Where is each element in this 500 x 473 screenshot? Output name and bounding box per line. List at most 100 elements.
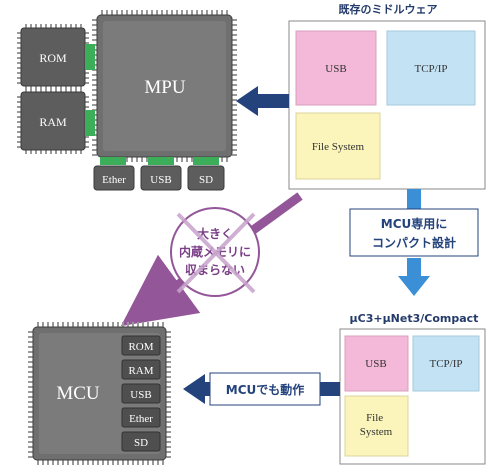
mpu-pin [106,10,108,15]
mcu-block-ram [121,359,161,380]
mcu-pin [107,322,109,327]
mpu-pin [92,79,97,81]
mcu-pin [157,322,159,327]
mpu-pin [126,157,128,162]
mcu-block-ether-label: Ether [129,413,153,425]
mcu-pin [47,322,49,327]
mcu-pin [166,456,171,458]
rom-pin [30,24,32,28]
mpu-pin [126,10,128,15]
mcu-pin [57,460,59,465]
mpu-pin [176,10,178,15]
rom-pin [85,37,89,39]
mcu-pin [28,346,33,348]
ram-pin [17,106,21,108]
mpu-pin [111,10,113,15]
mcu-pin [28,416,33,418]
mpu-pin [232,119,237,121]
mcu-pin [47,460,49,465]
mcu-pin [152,460,154,465]
mpu-port-usb-label: USB [150,174,171,186]
ram-pin [17,116,21,118]
mcu-pin [92,460,94,465]
mpu-pin [232,114,237,116]
mpu-pin [92,84,97,86]
mcu-pin [67,322,69,327]
connector-usb [148,157,174,165]
mpu-pin [101,10,103,15]
mcu-pin [28,456,33,458]
mpu-pin [92,99,97,101]
existing-tcp-label: TCP/IP [414,63,447,75]
mcu-pin [127,322,129,327]
mcu-pin [82,460,84,465]
mpu-title: MPU [144,77,185,98]
mcu-pin [142,322,144,327]
ram-pin [40,150,42,154]
ram-pin [75,150,77,154]
mcu-pin [166,376,171,378]
ram-pin [17,111,21,113]
mcu-pin [112,322,114,327]
mcu-pin [77,460,79,465]
mcu-pin [87,460,89,465]
mcu-block-rom [121,335,161,356]
mcu-pin [102,322,104,327]
mcu-pin [166,446,171,448]
rom-pin [35,24,37,28]
mpu-pin [171,10,173,15]
mcu-pin [152,322,154,327]
mcu-pin [112,460,114,465]
mcu-block-ether [121,407,161,428]
rom-pin [85,72,89,74]
mpu-pin [151,10,153,15]
connector-ether [100,157,126,165]
mpu-pin [186,157,188,162]
mcu-pin [166,451,171,453]
mpu-pin [232,109,237,111]
mcu-pin [67,460,69,465]
mpu-pin [92,104,97,106]
mpu-pin [92,19,97,21]
ram-pin [85,101,89,103]
mpu-pin [232,24,237,26]
mcu-pin [166,371,171,373]
mpu-pin [232,129,237,131]
mcu-pin [122,322,124,327]
mcu-pin [28,331,33,333]
mcu-pin [52,460,54,465]
mcu-pin [77,322,79,327]
mpu-port-usb: USB [140,165,182,191]
mpu-pin [156,10,158,15]
compact-label-line2: コンパクト設計 [372,235,456,250]
mcu-pin [117,322,119,327]
mpu-pin [232,34,237,36]
mcu-pin [42,460,44,465]
ram-pin [40,88,42,92]
ram-pin [30,150,32,154]
mcu-pin [166,336,171,338]
mpu-pin [232,154,237,156]
mcu-block-sd [121,431,161,452]
mpu-port-sd-label: SD [199,174,213,186]
mcu-pin [28,441,33,443]
ram-pin [85,96,89,98]
mcu-pin [28,366,33,368]
rom-pin [55,24,57,28]
mcu-pin [147,322,149,327]
mcu-pin [157,460,159,465]
ram-pin [85,106,89,108]
rom-pin [50,24,52,28]
mcu-pin [28,381,33,383]
rom-pin [17,42,21,44]
existing-middleware-title: 既存のミドルウェア [339,2,438,16]
mpu-pin [232,84,237,86]
mcu-pin [166,431,171,433]
mcu-pin [166,366,171,368]
mpu-pin [92,39,97,41]
mcu-pin [57,322,59,327]
mpu-pin [92,144,97,146]
rom-pin [17,62,21,64]
ram-pin [60,88,62,92]
